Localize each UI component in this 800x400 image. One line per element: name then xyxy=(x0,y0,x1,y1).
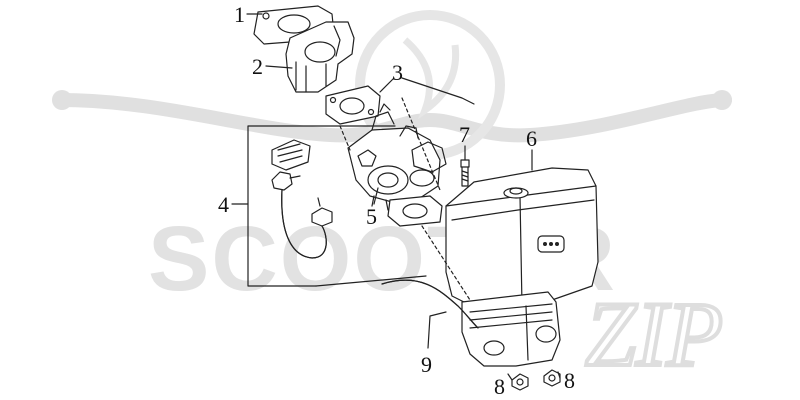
callout-labels: 1 2 3 4 5 6 7 8 8 9 xyxy=(218,2,575,399)
watermark-zip-text: ZIP xyxy=(585,283,723,385)
leader-3-b xyxy=(401,77,475,105)
part-air-cleaner-cover xyxy=(445,167,599,309)
callout-6: 6 xyxy=(526,126,537,151)
part-gasket-aircleaner xyxy=(387,195,443,227)
callout-3: 3 xyxy=(392,60,403,85)
leader-9 xyxy=(427,311,447,349)
callout-1: 1 xyxy=(234,2,245,27)
leader-lines xyxy=(231,13,561,381)
callout-9: 9 xyxy=(421,352,432,377)
part-air-cleaner-base xyxy=(461,291,561,367)
part-gasket-middle xyxy=(325,85,381,125)
leader-2 xyxy=(265,65,293,69)
part-fuel-line-assembly xyxy=(247,125,427,287)
leader-3-a xyxy=(379,77,395,93)
callout-4: 4 xyxy=(218,192,229,217)
part-breather-tube xyxy=(381,279,479,329)
part-bolt xyxy=(460,159,470,187)
callout-8-left: 8 xyxy=(494,374,505,399)
callout-5: 5 xyxy=(366,204,377,229)
callout-2: 2 xyxy=(252,54,263,79)
leader-8-right xyxy=(557,371,561,379)
callout-7: 7 xyxy=(459,122,470,147)
part-insulator-bracket xyxy=(285,21,355,93)
leader-8-left xyxy=(507,373,513,381)
callout-8-right: 8 xyxy=(564,368,575,393)
part-nut-left xyxy=(511,373,529,391)
part-nut-right xyxy=(543,369,561,387)
leader-5 xyxy=(373,187,379,205)
